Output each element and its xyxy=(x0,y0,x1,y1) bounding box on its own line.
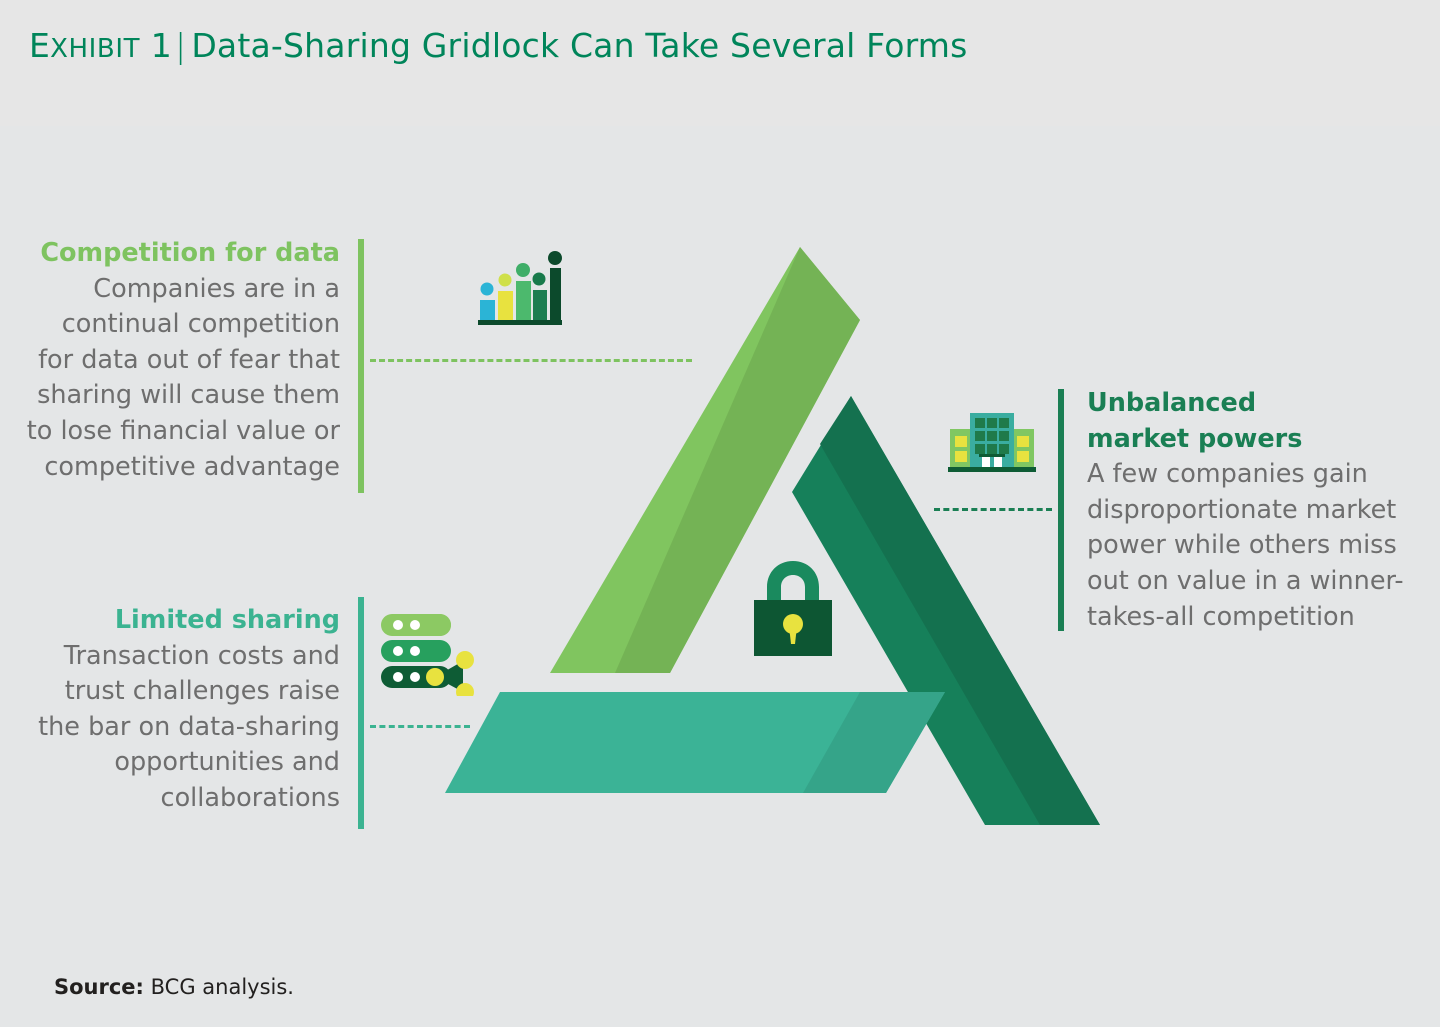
exhibit-number: 1 xyxy=(140,26,172,65)
connector-limited xyxy=(370,725,470,728)
exhibit-label-first: E xyxy=(29,26,51,65)
header-band xyxy=(0,0,1440,126)
connector-unbalanced xyxy=(934,508,1052,511)
callout-unbalanced-body: A few companies gain disproportionate ma… xyxy=(1087,459,1404,632)
office-building-icon xyxy=(948,408,1036,478)
accent-bar-unbalanced xyxy=(1058,389,1064,631)
page-title: EXHIBIT 1|Data-Sharing Gridlock Can Take… xyxy=(29,26,968,65)
source-label: Source: xyxy=(54,975,144,999)
triangle-base-stroke-shade xyxy=(803,692,945,793)
bar-chart-icon xyxy=(478,249,562,333)
padlock-icon xyxy=(750,558,836,662)
source-note: Source: BCG analysis. xyxy=(54,973,294,1001)
title-text: Data-Sharing Gridlock Can Take Several F… xyxy=(191,26,968,65)
accent-bar-limited xyxy=(358,597,364,829)
callout-competition-for-data: Competition for data Companies are in a … xyxy=(0,236,340,485)
impossible-triangle-diagram xyxy=(445,247,1100,825)
exhibit-label-rest: XHIBIT xyxy=(50,34,141,64)
callout-competition-heading: Competition for data xyxy=(40,238,340,268)
triangle-left-stroke-shade xyxy=(615,247,860,673)
accent-bar-competition xyxy=(358,239,364,493)
callout-limited-body: Transaction costs and trust challenges r… xyxy=(38,640,340,813)
callout-limited-sharing: Limited sharing Transaction costs and tr… xyxy=(0,603,340,817)
title-divider-pipe: | xyxy=(174,26,187,65)
callout-limited-heading: Limited sharing xyxy=(114,605,340,635)
source-text: BCG analysis. xyxy=(143,975,294,999)
connector-competition xyxy=(370,359,692,362)
callout-unbalanced-market-powers: Unbalanced market powers A few companies… xyxy=(1087,386,1432,635)
server-share-icon xyxy=(377,608,475,701)
callout-unbalanced-heading: Unbalanced market powers xyxy=(1087,388,1303,454)
triangle-right-stroke-shade xyxy=(820,396,1100,825)
callout-competition-body: Companies are in a continual competition… xyxy=(26,273,340,482)
